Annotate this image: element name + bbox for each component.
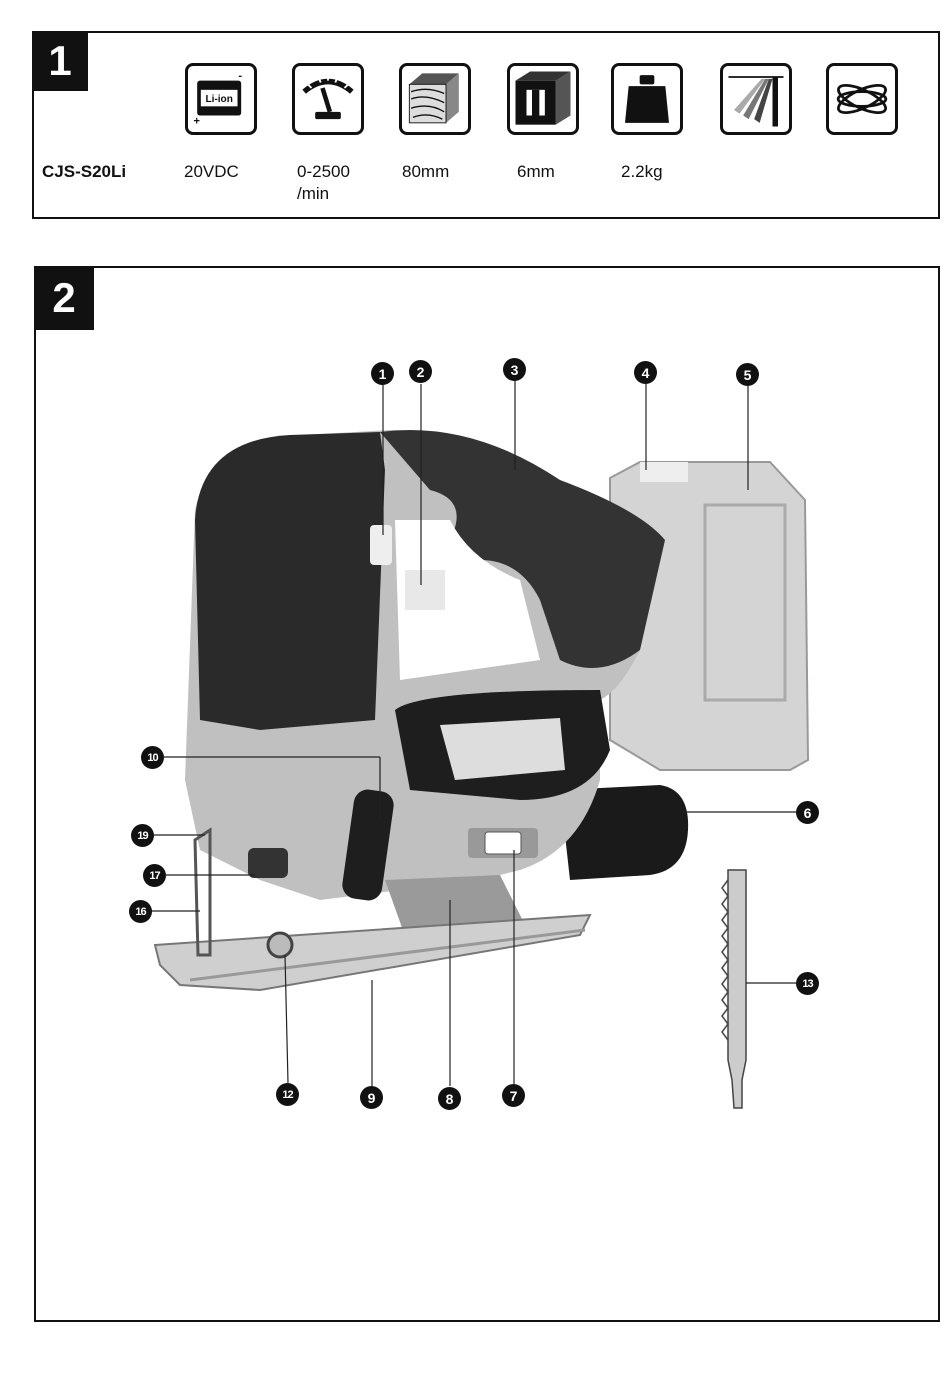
callout-4: 4	[634, 361, 657, 384]
callout-10: 10	[141, 746, 164, 769]
callout-19: 19	[131, 824, 154, 847]
callout-8: 8	[438, 1087, 461, 1110]
callout-12: 12	[276, 1083, 299, 1106]
callout-6: 6	[796, 801, 819, 824]
callout-5: 5	[736, 363, 759, 386]
callout-17: 17	[143, 864, 166, 887]
callout-13: 13	[796, 972, 819, 995]
callout-1: 1	[371, 362, 394, 385]
callout-7: 7	[502, 1084, 525, 1107]
callout-2: 2	[409, 360, 432, 383]
callout-3: 3	[503, 358, 526, 381]
callout-16: 16	[129, 900, 152, 923]
callout-9: 9	[360, 1086, 383, 1109]
